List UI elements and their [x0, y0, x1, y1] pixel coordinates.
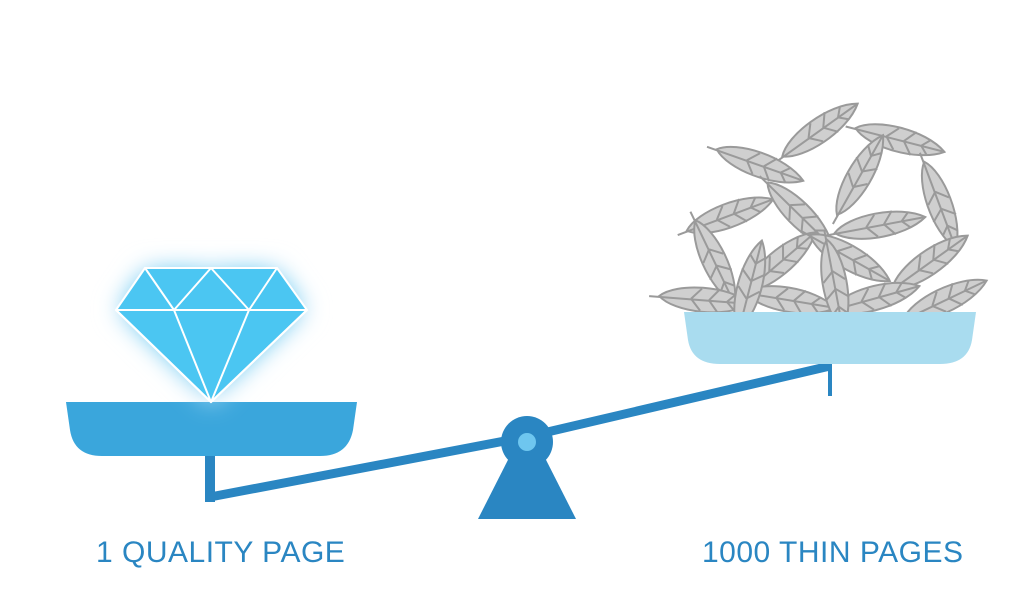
left-label: 1 QUALITY PAGE	[96, 536, 346, 569]
fulcrum-pivot-inner	[518, 433, 536, 451]
right-label: 1000 THIN PAGES	[702, 536, 964, 569]
diamond-icon	[114, 267, 309, 404]
fulcrum-base	[478, 448, 576, 519]
right-pan	[684, 312, 976, 364]
feather-pile-icon	[647, 92, 993, 344]
left-pan	[66, 402, 357, 456]
